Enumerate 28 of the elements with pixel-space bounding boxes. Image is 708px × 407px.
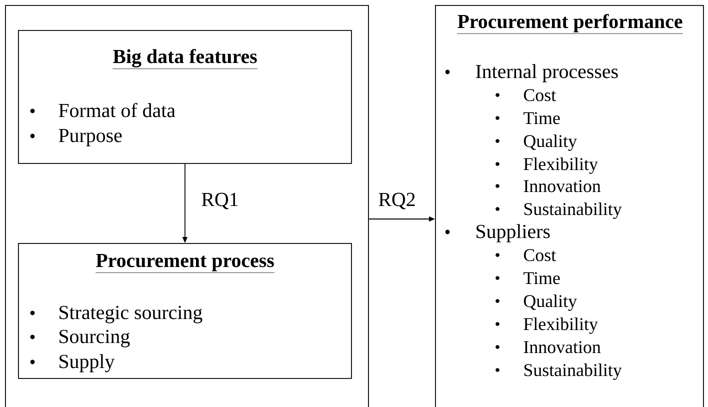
- edge-label: RQ2: [378, 192, 415, 210]
- list-item: Quality: [496, 294, 577, 311]
- list-item: Quality: [496, 134, 577, 151]
- outer-box: [5, 5, 369, 407]
- list-item: Sustainability: [496, 202, 622, 219]
- list-item: Suppliers: [445, 224, 550, 242]
- list-item: Innovation: [496, 180, 601, 192]
- heading: Procurement performance: [457, 14, 683, 34]
- list-item: Cost: [496, 89, 556, 102]
- list-item: Flexibility: [496, 318, 598, 334]
- edge-label: RQ1: [202, 192, 238, 210]
- list-item: Sustainability: [496, 364, 622, 380]
- list-item: Innovation: [496, 341, 601, 354]
- list-item: Cost: [496, 249, 556, 262]
- list-item: Flexibility: [496, 158, 598, 174]
- heading: Big data features: [112, 48, 258, 69]
- list-item: Supply: [30, 354, 115, 372]
- list-item: Format of data: [30, 102, 176, 118]
- performance-box: [435, 5, 704, 407]
- list-item: Time: [496, 112, 560, 124]
- list-item: Sourcing: [30, 330, 130, 348]
- list-item: Strategic sourcing: [30, 306, 202, 324]
- list-item: Time: [496, 272, 560, 284]
- feature-box: [18, 30, 352, 164]
- list-item: Internal processes: [445, 64, 618, 82]
- process-box: [18, 243, 352, 379]
- list-item: Purpose: [30, 128, 122, 146]
- heading: Procurement process: [95, 254, 275, 273]
